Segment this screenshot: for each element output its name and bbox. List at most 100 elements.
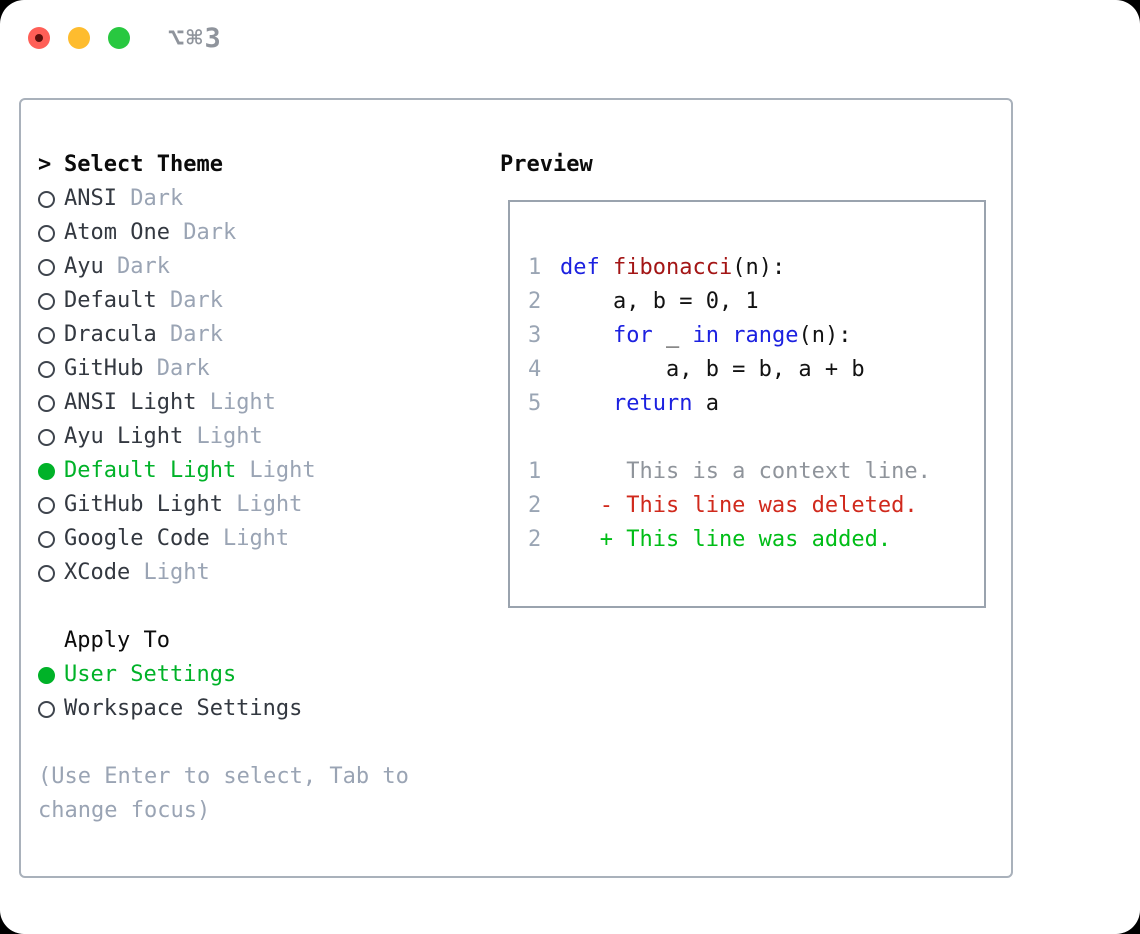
apply-option-workspace-settings[interactable]: Workspace Settings (38, 692, 478, 726)
theme-variant-label: Dark (103, 254, 170, 279)
option-label: XCode Light (64, 560, 210, 585)
theme-option-ayu[interactable]: Ayu Dark (38, 250, 478, 284)
code-line: 4 a, b = b, a + b (528, 353, 984, 387)
theme-option-dracula[interactable]: Dracula Dark (38, 318, 478, 352)
option-label: Ayu Dark (64, 254, 170, 279)
theme-option-atom-one[interactable]: Atom One Dark (38, 216, 478, 250)
minimize-button[interactable] (68, 27, 90, 49)
line-content: - This line was deleted. (560, 493, 918, 518)
line-number: 1 (528, 459, 542, 484)
option-label: ANSI Dark (64, 186, 184, 211)
window-title-shortcut: ⌥⌘3 (168, 23, 223, 54)
option-label: Workspace Settings (64, 696, 303, 721)
option-label: ANSI Light Light (64, 390, 276, 415)
spacer (38, 726, 478, 760)
option-label: GitHub Dark (64, 356, 210, 381)
theme-variant-label: Light (130, 560, 210, 585)
theme-option-default[interactable]: Default Dark (38, 284, 478, 318)
close-dot-icon (35, 34, 43, 42)
theme-variant-label: Light (196, 390, 276, 415)
theme-variant-label: Dark (169, 220, 237, 245)
select-theme-title: Select Theme (64, 152, 223, 177)
option-label: GitHub Light Light (64, 492, 303, 517)
code-line: 5 return a (528, 387, 984, 421)
theme-variant-label: Dark (156, 288, 223, 313)
line-content: def fibonacci(n): (560, 255, 786, 280)
theme-variant-label: Dark (143, 356, 210, 381)
code-line: 1 def fibonacci(n): (528, 251, 984, 285)
option-label: Default Dark (64, 288, 223, 313)
theme-option-ansi[interactable]: ANSI Dark (38, 182, 478, 216)
theme-option-ansi-light[interactable]: ANSI Light Light (38, 386, 478, 420)
line-number: 4 (528, 357, 542, 382)
theme-variant-label: Dark (116, 186, 184, 211)
preview-title: Preview (500, 152, 593, 177)
radio-icon (38, 496, 55, 514)
theme-variant-label: Light (183, 424, 263, 449)
line-content: + This line was added. (560, 527, 892, 552)
radio-icon (38, 292, 55, 310)
theme-variant-label: Light (222, 492, 303, 517)
radio-icon (38, 394, 55, 412)
line-number: 1 (528, 255, 542, 280)
radio-selected-icon (38, 462, 55, 480)
theme-option-github[interactable]: GitHub Dark (38, 352, 478, 386)
option-label: User Settings (64, 662, 237, 687)
radio-icon (38, 564, 55, 582)
line-content: for _ in range(n): (612, 323, 852, 348)
line-content: a, b = 0, 1 (560, 289, 759, 314)
radio-icon (38, 258, 55, 276)
option-label: Default Light Light (64, 458, 316, 483)
theme-option-github-light[interactable]: GitHub Light Light (38, 488, 478, 522)
traffic-lights (28, 27, 130, 49)
preview-header: Preview (500, 148, 986, 182)
maximize-button[interactable] (108, 27, 130, 49)
radio-icon (38, 700, 55, 718)
option-label: Dracula Dark (64, 322, 223, 347)
focus-caret-icon: > (38, 152, 52, 177)
line-number: 2 (528, 527, 542, 552)
radio-icon (38, 224, 55, 242)
apply-to-header: Apply To (64, 628, 170, 653)
select-theme-header: > Select Theme (38, 148, 478, 182)
context-line: 1 This is a context line. (528, 455, 984, 489)
line-number: 3 (528, 323, 542, 348)
theme-variant-label: Light (236, 458, 316, 483)
radio-icon (38, 360, 55, 378)
line-number: 5 (528, 391, 542, 416)
radio-icon (38, 530, 55, 548)
radio-icon (38, 428, 55, 446)
added-line: 2 + This line was added. (528, 523, 984, 557)
line-number: 2 (528, 493, 542, 518)
theme-option-ayu-light[interactable]: Ayu Light Light (38, 420, 478, 454)
radio-icon (38, 326, 55, 344)
close-button[interactable] (28, 27, 50, 49)
option-label: Ayu Light Light (64, 424, 263, 449)
line-content: This is a context line. (560, 459, 931, 484)
theme-variant-label: Dark (156, 322, 223, 347)
deleted-line: 2 - This line was deleted. (528, 489, 984, 523)
line-content: return a (612, 391, 719, 416)
radio-selected-icon (38, 666, 55, 684)
spacer (38, 590, 478, 624)
code-line: 2 a, b = 0, 1 (528, 285, 984, 319)
code-line: 3 for _ in range(n): (528, 319, 984, 353)
theme-option-default-light[interactable]: Default Light Light (38, 454, 478, 488)
theme-option-google-code[interactable]: Google Code Light (38, 522, 478, 556)
blank-line (528, 421, 984, 455)
keyboard-hint: (Use Enter to select, Tab to change focu… (38, 764, 409, 823)
theme-variant-label: Light (209, 526, 290, 551)
radio-icon (38, 190, 55, 208)
apply-option-user-settings[interactable]: User Settings (38, 658, 478, 692)
line-content: a, b = b, a + b (560, 357, 865, 382)
theme-option-xcode[interactable]: XCode Light (38, 556, 478, 590)
line-number: 2 (528, 289, 542, 314)
